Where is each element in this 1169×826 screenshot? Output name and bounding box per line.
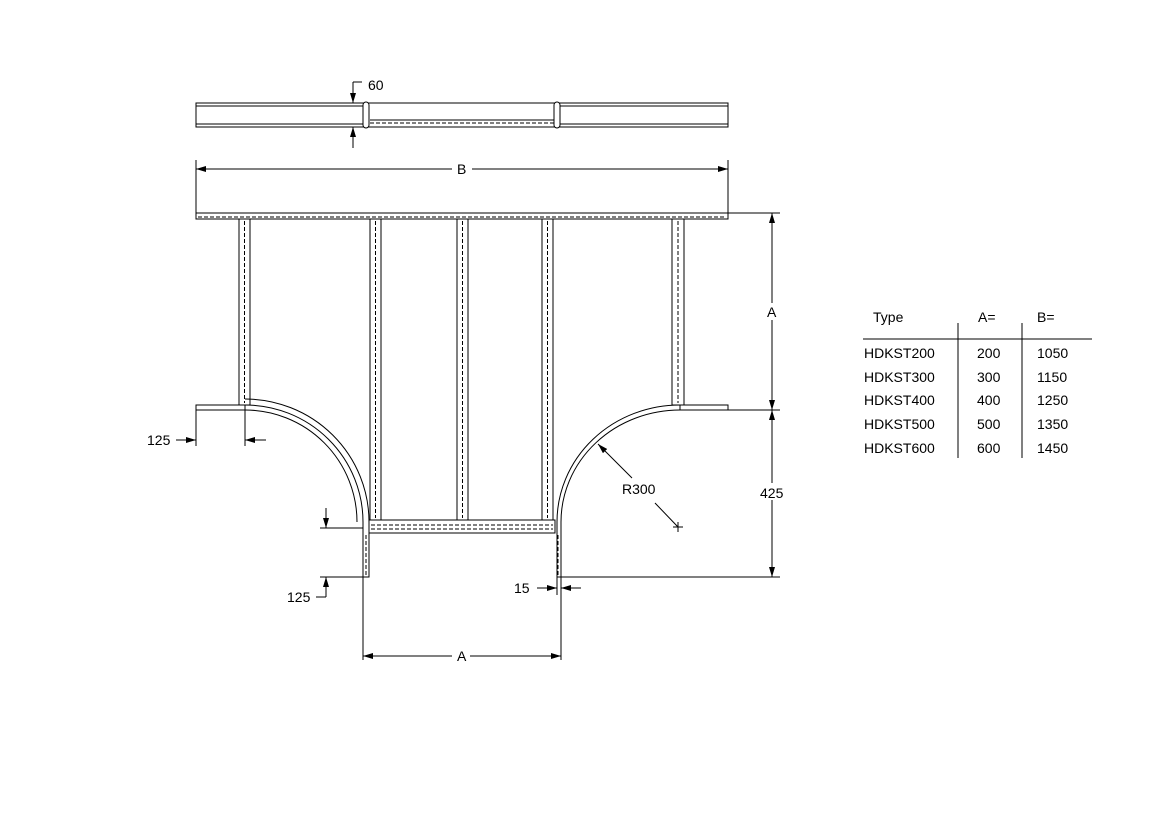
dim-A-label: A — [767, 304, 777, 320]
svg-text:400: 400 — [977, 392, 1001, 408]
table-header-type: Type — [873, 309, 904, 325]
rungs — [238, 218, 685, 521]
dim-radius: R300 — [597, 443, 683, 532]
table-row: HDKST500 500 1350 — [864, 416, 1068, 432]
svg-text:200: 200 — [977, 345, 1001, 361]
dim-B: B — [195, 160, 729, 213]
dim-125-bottom: 125 — [287, 508, 363, 605]
svg-text:500: 500 — [977, 416, 1001, 432]
svg-text:HDKST200: HDKST200 — [864, 345, 935, 361]
table-header-b: B= — [1037, 309, 1055, 325]
dim-right: A 425 — [561, 212, 784, 578]
svg-text:HDKST600: HDKST600 — [864, 440, 935, 456]
dim-15: 15 — [514, 577, 581, 660]
svg-text:600: 600 — [977, 440, 1001, 456]
svg-text:HDKST400: HDKST400 — [864, 392, 935, 408]
table-row: HDKST600 600 1450 — [864, 440, 1068, 456]
dim-425-label: 425 — [760, 485, 784, 501]
svg-text:1350: 1350 — [1037, 416, 1068, 432]
table-row: HDKST200 200 1050 — [864, 345, 1068, 361]
table-header-a: A= — [978, 309, 996, 325]
svg-text:HDKST300: HDKST300 — [864, 369, 935, 385]
svg-text:R300: R300 — [622, 481, 656, 497]
svg-text:A: A — [457, 648, 467, 664]
dim-60-label: 60 — [368, 77, 384, 93]
svg-text:1450: 1450 — [1037, 440, 1068, 456]
svg-text:1250: 1250 — [1037, 392, 1068, 408]
plan-view — [195, 212, 729, 578]
side-view: 60 — [195, 77, 729, 148]
svg-text:15: 15 — [514, 580, 530, 596]
svg-text:1050: 1050 — [1037, 345, 1068, 361]
table-row: HDKST300 300 1150 — [864, 369, 1067, 385]
dim-B-label: B — [457, 161, 466, 177]
dimension-table: Type A= B= HDKST200 200 1050 HDKST300 30… — [863, 309, 1092, 458]
svg-text:125: 125 — [287, 589, 311, 605]
table-row: HDKST400 400 1250 — [864, 392, 1068, 408]
dim-A-bottom: A — [362, 577, 561, 664]
svg-text:1150: 1150 — [1037, 369, 1067, 385]
dim-125-left: 125 — [147, 410, 266, 448]
svg-text:300: 300 — [977, 369, 1001, 385]
svg-text:125: 125 — [147, 432, 171, 448]
svg-text:HDKST500: HDKST500 — [864, 416, 935, 432]
